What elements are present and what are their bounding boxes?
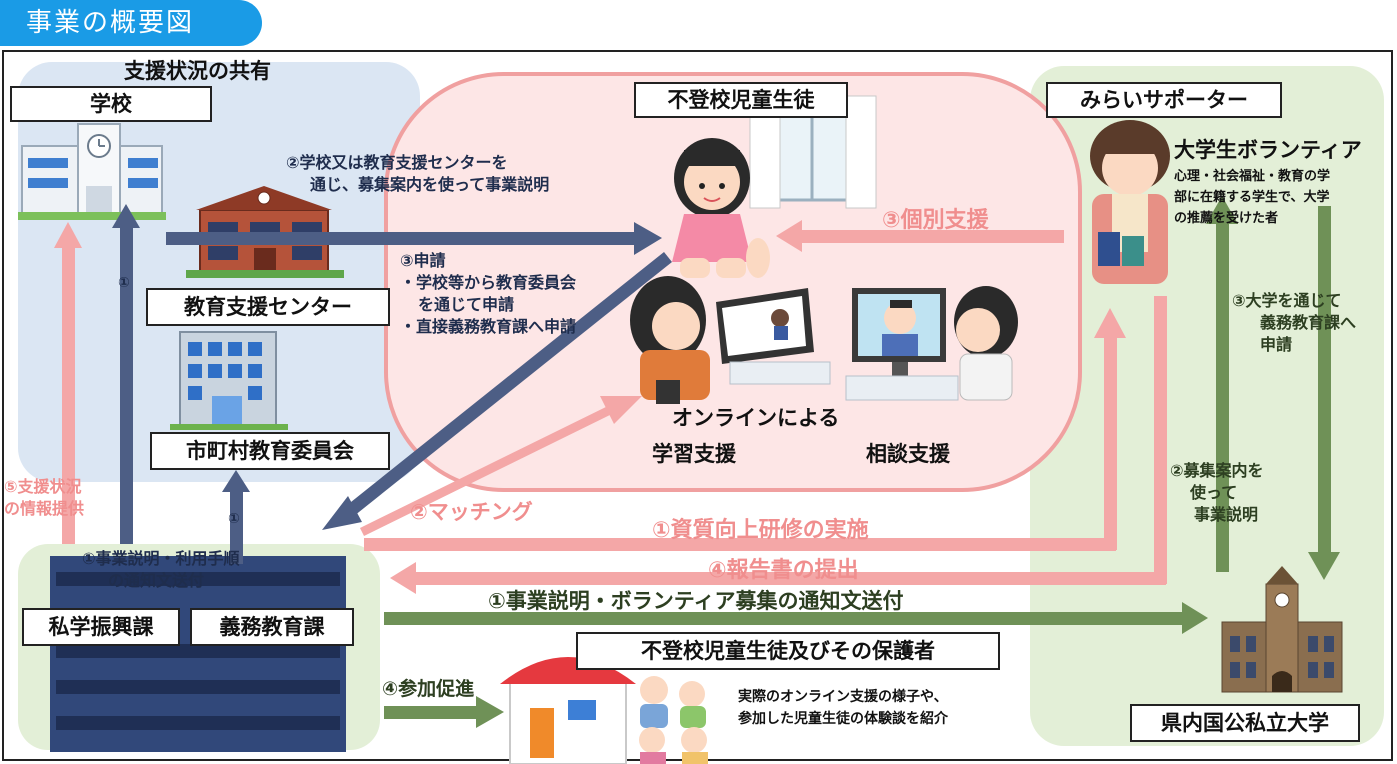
video-consult-icon — [845, 286, 1018, 401]
tablet-study-icon — [630, 276, 831, 404]
volunteer-desc-line: 部に在籍する学生で、大学 — [1174, 190, 1330, 205]
step3-apply-label: ③申請 ・学校等から教育委員会 を通じて申請 ・直接義務教育課へ申請 — [400, 250, 576, 338]
step1-training-label: ①資質向上研修の実施 — [652, 518, 869, 543]
arrow-volunteer-notice — [384, 602, 1208, 634]
consult-support-label: 相談支援 — [866, 442, 950, 466]
office-building-icon — [170, 331, 288, 430]
step1-notice-line: ①事業説明・利用手順 — [82, 549, 240, 568]
family-description-line: 実際のオンライン支援の様子や、 — [738, 689, 948, 705]
arrow-individual-support — [776, 220, 1064, 252]
study-support-label: 学習支援 — [652, 442, 736, 466]
step2-matching-label: ②マッチング — [410, 500, 533, 524]
volunteer-title: 大学生ボランティア — [1174, 138, 1362, 162]
step5-info-line: の情報提供 — [4, 499, 85, 518]
arrow-report — [390, 296, 1167, 594]
step3-apply-line: ③申請 — [400, 251, 446, 270]
students-box: 不登校児童生徒 — [634, 82, 848, 118]
compulsory-edu-div-box: 義務教育課 — [190, 608, 354, 646]
step3-apply-line: ・学校等から教育委員会 — [400, 273, 577, 292]
government-building-icon — [50, 556, 346, 752]
step2-school-line: 通じ、募集案内を使って事業説明 — [310, 175, 550, 194]
edu-center-box: 教育支援センター — [146, 288, 390, 326]
step1-notice-line: の通知文送付 — [108, 571, 205, 590]
step2-recruit-label: ②募集案内を 使って 事業説明 — [1170, 460, 1264, 526]
step4-participation-label: ④参加促進 — [382, 678, 475, 700]
step2-recruit-line: 使って — [1190, 483, 1238, 502]
arrow-application — [322, 252, 672, 530]
step3-univ-line: ③大学を通じて — [1232, 291, 1342, 310]
step4-report-label: ④報告書の提出 — [708, 558, 859, 583]
step3-apply-line: ・直接義務教育課へ申請 — [400, 317, 577, 336]
school-building-icon — [18, 123, 166, 220]
volunteer-desc-line: 心理・社会福祉・教育の学 — [1174, 169, 1331, 184]
step2-recruit-line: ②募集案内を — [1170, 461, 1264, 480]
volunteer-desc-line: の推薦を受けた者 — [1174, 211, 1279, 226]
arrow-training — [364, 308, 1126, 551]
step3-individual-label: ③個別支援 — [882, 208, 989, 233]
step3-univ-label: ③大学を通じて 義務教育課へ 申請 — [1232, 290, 1356, 356]
students-zone — [384, 72, 1082, 492]
arrow-matching — [360, 396, 642, 536]
house-icon — [500, 657, 636, 764]
city-board-box: 市町村教育委員会 — [150, 432, 390, 470]
private-school-div-box: 私学振興課 — [22, 608, 180, 646]
arrow-up-to-board — [222, 470, 250, 564]
circle-one-school: ① — [118, 275, 130, 291]
step3-apply-line: を通じて申請 — [418, 295, 515, 314]
arrow-volunteer-to-univ — [1308, 206, 1340, 580]
arrow-univ-to-volunteer — [1206, 196, 1238, 572]
step1-notice-label: ①事業説明・利用手順 の通知文送付 — [82, 548, 240, 592]
family-box: 不登校児童生徒及びその保護者 — [576, 632, 1000, 670]
arrow-info-provision — [54, 222, 82, 544]
girl-student-icon — [672, 138, 770, 278]
shared-support-label: 支援状況の共有 — [124, 59, 271, 83]
family-icon — [639, 676, 708, 764]
school-box: 学校 — [10, 86, 212, 122]
university-icon — [1221, 566, 1343, 693]
female-volunteer-icon — [1090, 120, 1170, 284]
step2-recruit-line: 事業説明 — [1194, 505, 1259, 524]
family-description: 実際のオンライン支援の様子や、 参加した児童生徒の体験談を紹介 — [738, 686, 948, 730]
step3-univ-line: 申請 — [1260, 335, 1293, 354]
arrow-participation — [384, 696, 504, 728]
online-label: オンラインによる — [672, 406, 840, 430]
step2-school-label: ②学校又は教育支援センターを 通じ、募集案内を使って事業説明 — [286, 152, 549, 196]
step5-info-line: ⑤支援状況 — [4, 477, 82, 496]
step1-volunteer-notice-label: ①事業説明・ボランティア募集の通知文送付 — [488, 589, 904, 613]
family-description-line: 参加した児童生徒の体験談を紹介 — [738, 711, 948, 727]
page-title: 事業の概要図 — [0, 0, 262, 46]
step2-school-line: ②学校又は教育支援センターを — [286, 153, 508, 172]
supporter-box: みらいサポーター — [1046, 82, 1282, 118]
arrow-up-to-school — [112, 204, 140, 544]
step5-info-label: ⑤支援状況 の情報提供 — [4, 476, 84, 520]
circle-one-board: ① — [228, 511, 240, 527]
university-box: 県内国公私立大学 — [1130, 704, 1360, 742]
volunteer-desc: 心理・社会福祉・教育の学 部に在籍する学生で、大学 の推薦を受けた者 — [1174, 166, 1330, 229]
arrow-school-to-students — [166, 222, 662, 255]
step3-univ-line: 義務教育課へ — [1260, 313, 1357, 332]
